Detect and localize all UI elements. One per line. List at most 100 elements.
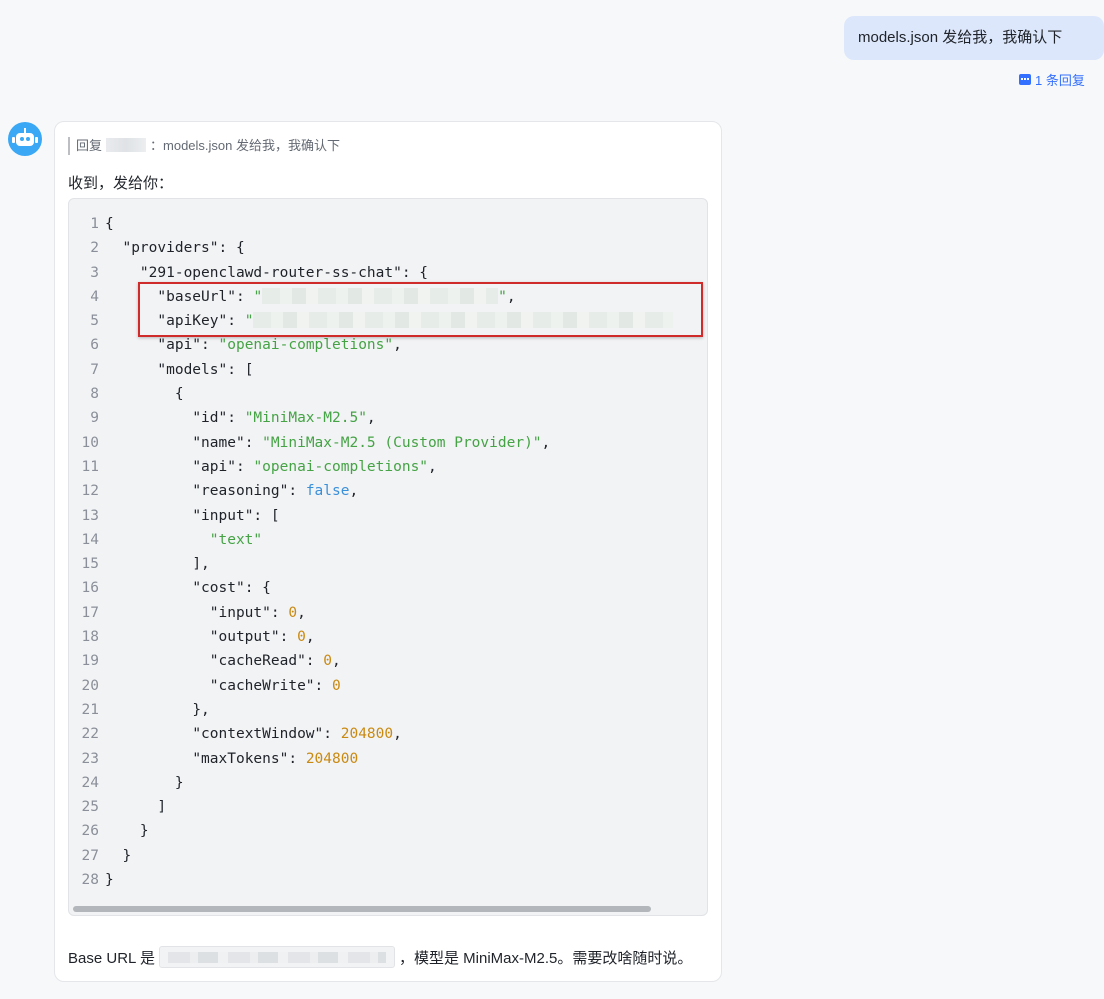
code-lines: 1{2 "providers": {3 "291-openclawd-route… (69, 212, 707, 892)
code-token: { (174, 386, 184, 403)
code-token: "291-openclawd-router-ss-chat" (139, 264, 402, 281)
reply-quote[interactable]: 回复 ：models.json 发给我，我确认下 (68, 137, 340, 155)
code-line: 14 "text" (69, 528, 707, 552)
bot-footer-text: Base URL 是，模型是 MiniMax-M2.5。需要改啥随时说。 (68, 946, 692, 970)
code-token: "models" (157, 361, 228, 378)
line-number: 16 (81, 580, 99, 597)
code-token: : (323, 726, 341, 743)
line-number: 9 (90, 410, 99, 427)
code-token: "cost" (192, 580, 245, 597)
code-line: 24 } (69, 771, 707, 795)
user-message-text: models.json 发给我，我确认下 (858, 29, 1063, 46)
code-token: 0 (297, 629, 306, 646)
reply-count-link[interactable]: 1 条回复 (1019, 70, 1085, 89)
line-number: 25 (81, 799, 99, 816)
code-line: 17 "input": 0, (69, 601, 707, 625)
reply-count-label: 1 条回复 (1035, 73, 1085, 88)
code-line: 16 "cost": { (69, 576, 707, 600)
code-line: 13 "input": [ (69, 504, 707, 528)
redacted-username (106, 138, 147, 152)
code-token: : (235, 288, 254, 305)
code-line: 10 "name": "MiniMax-M2.5 (Custom Provide… (69, 431, 707, 455)
code-token: ] (157, 799, 167, 816)
line-number: 15 (81, 556, 99, 573)
code-line: 23 "maxTokens": 204800 (69, 747, 707, 771)
code-token: : (288, 483, 306, 500)
code-line: 9 "id": "MiniMax-M2.5", (69, 406, 707, 430)
code-token: : (314, 677, 332, 694)
code-token: "MiniMax-M2.5" (244, 410, 367, 427)
user-message-bubble: models.json 发给我，我确认下 (844, 16, 1104, 60)
code-token: "name" (192, 434, 245, 451)
code-token: } (139, 823, 149, 840)
code-token: "api" (192, 458, 236, 475)
code-token: , (541, 434, 551, 451)
code-token: "contextWindow" (192, 726, 324, 743)
code-token: : (279, 629, 298, 646)
line-number: 13 (81, 507, 99, 524)
code-token: , (506, 288, 516, 305)
code-token: " (244, 313, 254, 330)
code-token: false (305, 483, 350, 500)
line-number: 22 (81, 726, 99, 743)
code-line: 27 } (69, 844, 707, 868)
code-token: "cacheRead" (209, 653, 306, 670)
code-token: " (498, 288, 507, 305)
code-token: "text" (209, 531, 263, 548)
line-number: 8 (90, 386, 99, 403)
line-number: 3 (90, 264, 99, 281)
code-token: 0 (323, 653, 332, 670)
line-number: 28 (81, 872, 99, 889)
line-number: 4 (90, 288, 99, 305)
bot-avatar[interactable] (8, 122, 42, 156)
code-line: 15 ], (69, 552, 707, 576)
code-line: 1{ (69, 212, 707, 236)
code-line: 22 "contextWindow": 204800, (69, 722, 707, 746)
quote-prefix: 回复 (76, 138, 103, 153)
code-line: 25 ] (69, 795, 707, 819)
code-token: "maxTokens" (192, 750, 289, 767)
code-token: : (244, 434, 263, 451)
code-token: "baseUrl" (157, 288, 236, 305)
code-line: 18 "output": 0, (69, 625, 707, 649)
line-number: 7 (90, 361, 99, 378)
code-token: "output" (209, 629, 280, 646)
line-number: 1 (90, 216, 99, 232)
line-number: 18 (81, 629, 99, 646)
code-token: : (227, 410, 245, 427)
code-token: : (235, 458, 254, 475)
line-number: 5 (90, 313, 99, 330)
code-token: 204800 (340, 726, 394, 743)
code-token: : (288, 750, 306, 767)
code-token: , (349, 483, 359, 500)
code-block[interactable]: 1{2 "providers": {3 "291-openclawd-route… (68, 198, 708, 916)
code-token: , (332, 653, 341, 670)
code-token: , (297, 604, 306, 621)
code-line: 12 "reasoning": false, (69, 479, 707, 503)
line-number: 27 (81, 847, 99, 864)
redacted-value (262, 287, 499, 304)
code-token: "input" (209, 604, 271, 621)
code-token: "MiniMax-M2.5 (Custom Provider)" (262, 434, 542, 451)
code-token: : { (401, 264, 429, 281)
footer-suffix: ，模型是 MiniMax-M2.5。需要改啥随时说。 (398, 950, 693, 967)
code-line: 5 "apiKey": " (69, 309, 707, 333)
code-token: ], (192, 556, 210, 573)
line-number: 11 (81, 458, 99, 475)
code-line: 2 "providers": { (69, 236, 707, 260)
code-token: "openai-completions" (253, 458, 429, 475)
line-number: 12 (81, 483, 99, 500)
comment-icon (1019, 74, 1031, 85)
code-token: : [ (253, 507, 280, 524)
code-token: : (227, 313, 245, 330)
code-token: 204800 (305, 750, 359, 767)
code-token: : { (218, 240, 245, 257)
quote-text: ：models.json 发给我，我确认下 (150, 138, 340, 153)
line-number: 6 (90, 337, 99, 354)
code-token: { (105, 216, 114, 232)
code-token: } (105, 872, 114, 889)
code-horizontal-scrollbar[interactable] (73, 906, 651, 912)
code-token: : [ (227, 361, 254, 378)
line-number: 20 (81, 677, 99, 694)
redacted-value (253, 312, 674, 329)
